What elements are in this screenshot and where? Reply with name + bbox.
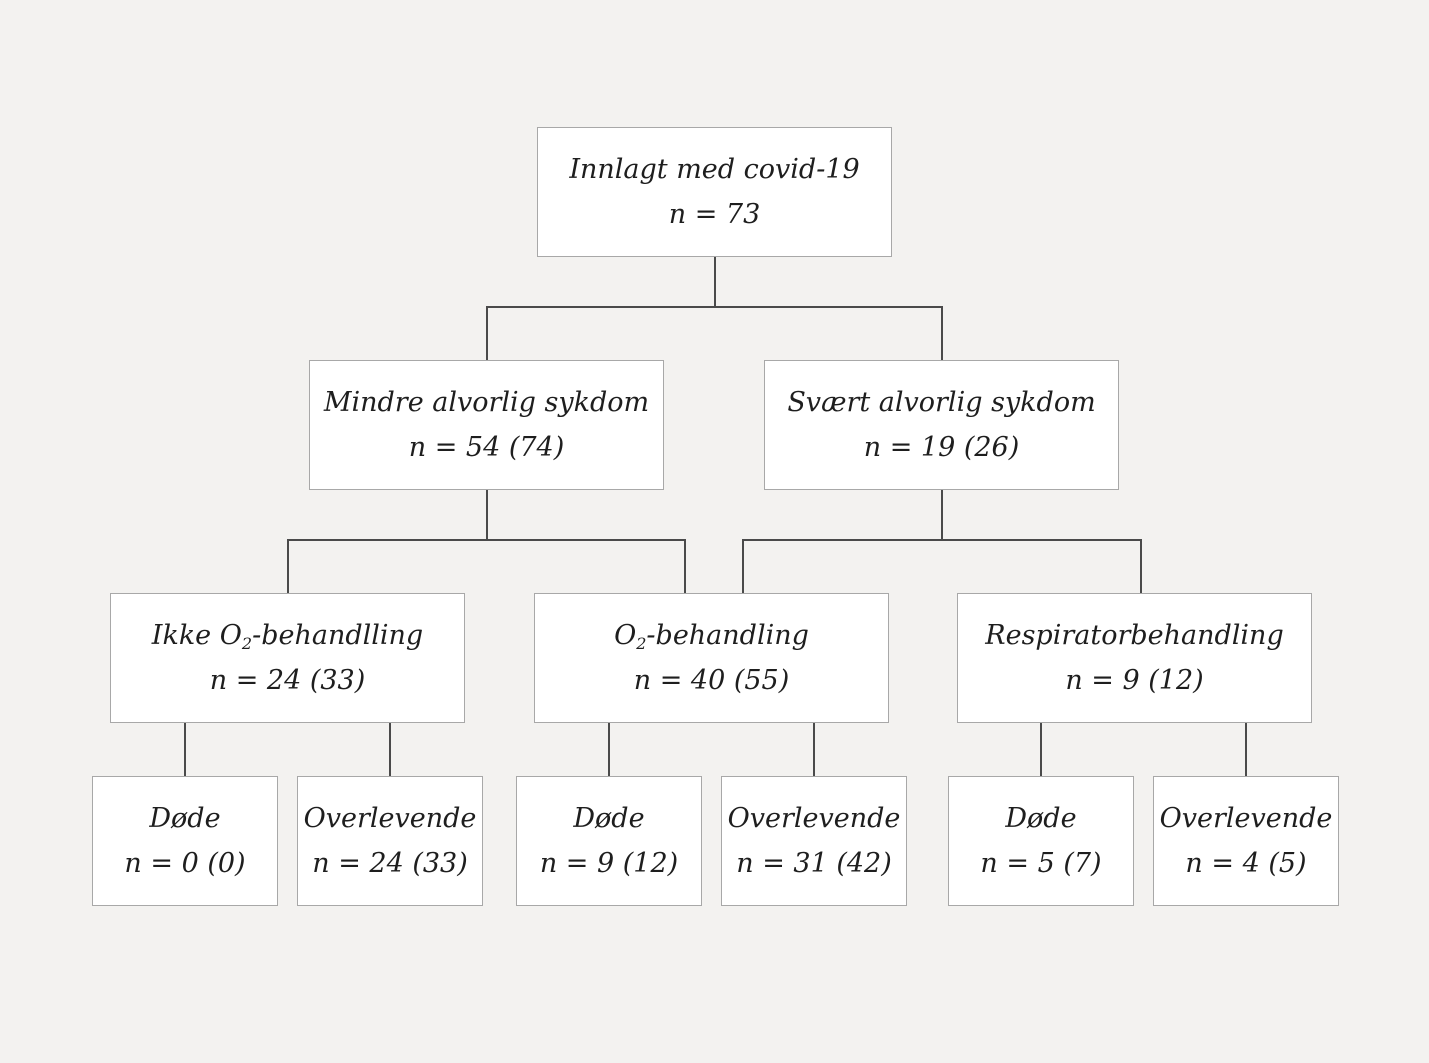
node-count: n = 19 (26) xyxy=(863,432,1020,463)
connector-level1-bar xyxy=(486,306,942,308)
connector-root-down xyxy=(714,256,716,307)
node-count: n = 40 (55) xyxy=(633,665,790,696)
node-title: Ikke O2-behandlling xyxy=(151,620,424,653)
node-count: n = 4 (5) xyxy=(1185,848,1307,879)
connector-mindre-bar xyxy=(287,539,685,541)
node-count: n = 5 (7) xyxy=(980,848,1102,879)
node-count: n = 24 (33) xyxy=(209,665,366,696)
node-respiratorbehandling: Respiratorbehandling n = 9 (12) xyxy=(957,593,1312,723)
node-count: n = 0 (0) xyxy=(124,848,246,879)
node-title: Døde xyxy=(1005,803,1077,834)
node-title: Mindre alvorlig sykdom xyxy=(323,387,650,418)
connector-mindre-down xyxy=(486,489,488,540)
node-title: Svært alvorlig sykdom xyxy=(787,387,1096,418)
connector-o2-overlevende xyxy=(813,722,815,776)
node-root-innlagt: Innlagt med covid-19 n = 73 xyxy=(537,127,892,257)
node-count: n = 54 (74) xyxy=(408,432,565,463)
node-o2-behandling: O2-behandling n = 40 (55) xyxy=(534,593,889,723)
connector-ikke-o2-overlevende xyxy=(389,722,391,776)
node-count: n = 9 (12) xyxy=(1065,665,1204,696)
connector-to-svaert xyxy=(941,306,943,360)
node-title: Respiratorbehandling xyxy=(985,620,1284,651)
connector-to-ikke-o2 xyxy=(287,539,289,593)
node-o2-dode: Døde n = 9 (12) xyxy=(516,776,702,906)
connector-to-o2-from-svaert xyxy=(742,539,744,593)
node-title: Døde xyxy=(573,803,645,834)
node-count: n = 31 (42) xyxy=(736,848,892,879)
node-o2-overlevende: Overlevende n = 31 (42) xyxy=(721,776,907,906)
connector-to-mindre xyxy=(486,306,488,360)
node-mindre-alvorlig: Mindre alvorlig sykdom n = 54 (74) xyxy=(309,360,664,490)
node-ikke-o2-overlevende: Overlevende n = 24 (33) xyxy=(297,776,483,906)
connector-to-respirator xyxy=(1140,539,1142,593)
node-title: O2-behandling xyxy=(614,620,809,653)
node-count: n = 73 xyxy=(668,199,761,230)
connector-svaert-bar xyxy=(742,539,1141,541)
node-title: Døde xyxy=(149,803,221,834)
node-ikke-o2-dode: Døde n = 0 (0) xyxy=(92,776,278,906)
node-count: n = 24 (33) xyxy=(312,848,468,879)
node-resp-overlevende: Overlevende n = 4 (5) xyxy=(1153,776,1339,906)
connector-svaert-down xyxy=(941,489,943,540)
connector-o2-dode xyxy=(608,722,610,776)
node-count: n = 9 (12) xyxy=(539,848,679,879)
node-title: Overlevende xyxy=(727,803,901,834)
connector-resp-overlevende xyxy=(1245,722,1247,776)
connector-to-o2-from-mindre xyxy=(684,539,686,593)
connector-resp-dode xyxy=(1040,722,1042,776)
node-resp-dode: Døde n = 5 (7) xyxy=(948,776,1134,906)
node-ikke-o2-behandling: Ikke O2-behandlling n = 24 (33) xyxy=(110,593,465,723)
node-title: Overlevende xyxy=(1159,803,1333,834)
node-svaert-alvorlig: Svært alvorlig sykdom n = 19 (26) xyxy=(764,360,1119,490)
connector-ikke-o2-dode xyxy=(184,722,186,776)
node-title: Overlevende xyxy=(303,803,477,834)
node-title: Innlagt med covid-19 xyxy=(569,154,860,185)
